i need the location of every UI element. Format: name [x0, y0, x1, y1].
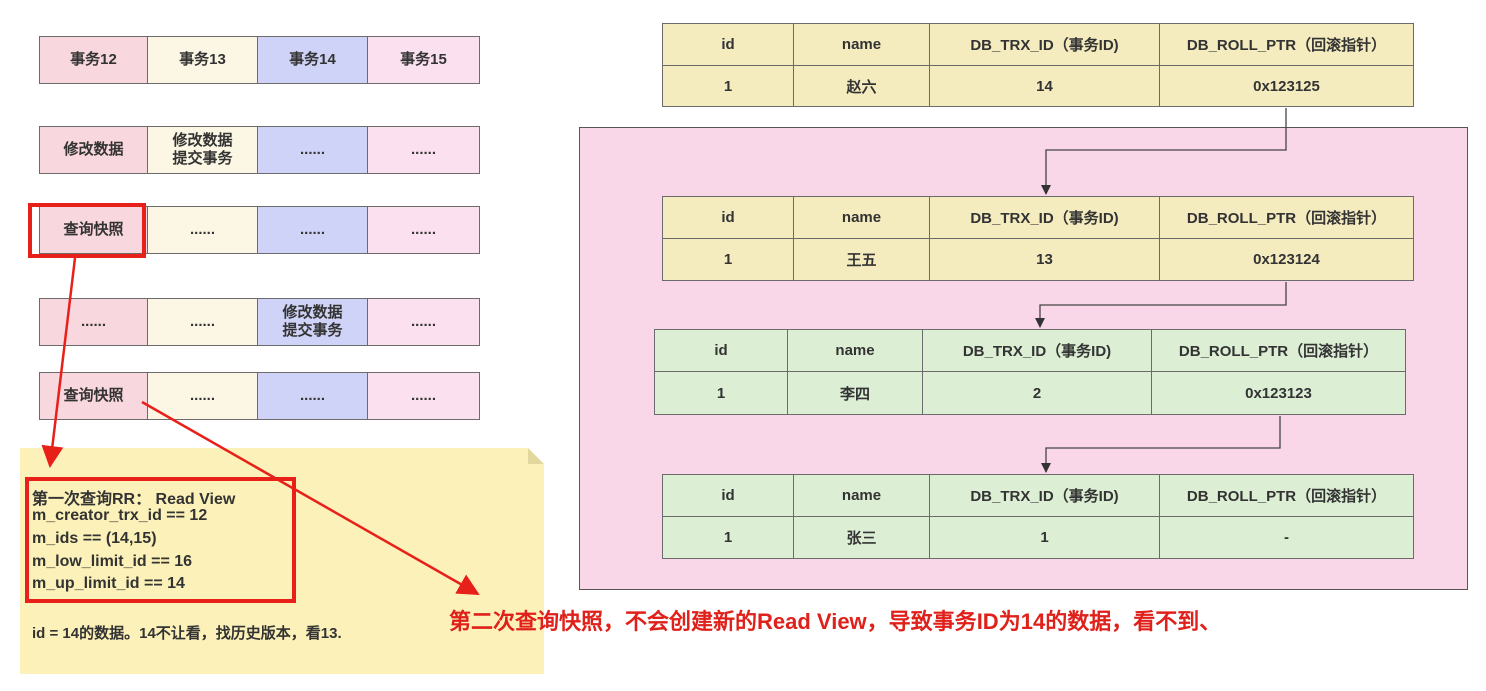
conclusion-part: 为	[998, 609, 1021, 635]
col-header-trx-id: DB_TRX_ID（事务ID)	[929, 474, 1160, 517]
tx14-header: 事务14	[257, 36, 368, 84]
conclusion-part: 第二次查询快照，不会创建新的	[449, 609, 758, 635]
tx12-step-modify: 修改数据	[39, 126, 148, 174]
tx14-step-modify-commit: 修改数据 提交事务	[257, 298, 368, 346]
cell-roll-ptr: 0x123123	[1151, 371, 1406, 415]
tx12-step-idle: ......	[39, 298, 148, 346]
tx15-header: 事务15	[367, 36, 480, 84]
tx14-step-idle: ......	[257, 126, 368, 174]
tx12-header: 事务12	[39, 36, 148, 84]
cell-name: 张三	[793, 516, 930, 559]
conclusion-part: ，导致事务	[866, 609, 977, 635]
snapshot-to-readview-arrow	[41, 257, 77, 468]
note-footer: id = 14的数据。14不让看，找历史版本，看13.	[32, 625, 342, 642]
conclusion-id: ID	[976, 609, 999, 634]
snapshot-query-highlight	[28, 203, 146, 258]
col-header-roll-ptr: DB_ROLL_PTR（回滚指针）	[1159, 23, 1414, 66]
tx14-step-idle: ......	[257, 206, 368, 254]
cell-id: 1	[654, 371, 788, 415]
col-header-trx-id: DB_TRX_ID（事务ID)	[929, 23, 1160, 66]
cell-trx-id: 2	[922, 371, 1152, 415]
col-header-name: name	[793, 474, 930, 517]
cell-trx-id: 14	[929, 65, 1160, 107]
tx13-step-modify-commit: 修改数据 提交事务	[147, 126, 258, 174]
read-view-highlight	[25, 477, 296, 603]
cell-name: 王五	[793, 238, 930, 281]
read-view-m-ids: m_ids == (14,15)	[32, 530, 157, 547]
cell-name: 李四	[787, 371, 923, 415]
col-header-roll-ptr: DB_ROLL_PTR（回滚指针）	[1151, 329, 1406, 372]
tx12-step-snapshot-query-1: 查询快照	[39, 206, 148, 254]
cell-id: 1	[662, 65, 794, 107]
col-header-trx-id: DB_TRX_ID（事务ID)	[922, 329, 1152, 372]
cell-roll-ptr: 0x123125	[1159, 65, 1414, 107]
col-header-name: name	[793, 23, 930, 66]
tx13-step-idle: ......	[147, 206, 258, 254]
col-header-name: name	[787, 329, 923, 372]
cell-trx-id: 1	[929, 516, 1160, 559]
col-header-roll-ptr: DB_ROLL_PTR（回滚指针）	[1159, 474, 1414, 517]
tx14-step-idle: ......	[257, 372, 368, 420]
cell-name: 赵六	[793, 65, 930, 107]
col-header-id: id	[662, 474, 794, 517]
col-header-id: id	[662, 196, 794, 239]
tx15-step-idle: ......	[367, 372, 480, 420]
tx13-step-idle: ......	[147, 298, 258, 346]
col-header-roll-ptr: DB_ROLL_PTR（回滚指针）	[1159, 196, 1414, 239]
cell-id: 1	[662, 238, 794, 281]
col-header-trx-id: DB_TRX_ID（事务ID)	[929, 196, 1160, 239]
conclusion-read-view: Read View	[757, 609, 867, 634]
note-fold-corner	[528, 448, 544, 464]
tx13-header: 事务13	[147, 36, 258, 84]
col-header-id: id	[662, 23, 794, 66]
tx12-step-snapshot-query-2: 查询快照	[39, 372, 148, 420]
cell-roll-ptr: 0x123124	[1159, 238, 1414, 281]
cell-trx-id: 13	[929, 238, 1160, 281]
col-header-name: name	[793, 196, 930, 239]
cell-id: 1	[662, 516, 794, 559]
conclusion-14: 14	[1020, 609, 1046, 634]
col-header-id: id	[654, 329, 788, 372]
tx13-step-idle: ......	[147, 372, 258, 420]
conclusion-part: 的数据，看不到、	[1045, 609, 1222, 635]
tx15-step-idle: ......	[367, 126, 480, 174]
tx15-step-idle: ......	[367, 298, 480, 346]
conclusion-text: 第二次查询快照，不会创建新的Read View，导致事务ID为14的数据，看不到…	[449, 604, 1221, 636]
cell-roll-ptr: -	[1159, 516, 1414, 559]
tx15-step-idle: ......	[367, 206, 480, 254]
